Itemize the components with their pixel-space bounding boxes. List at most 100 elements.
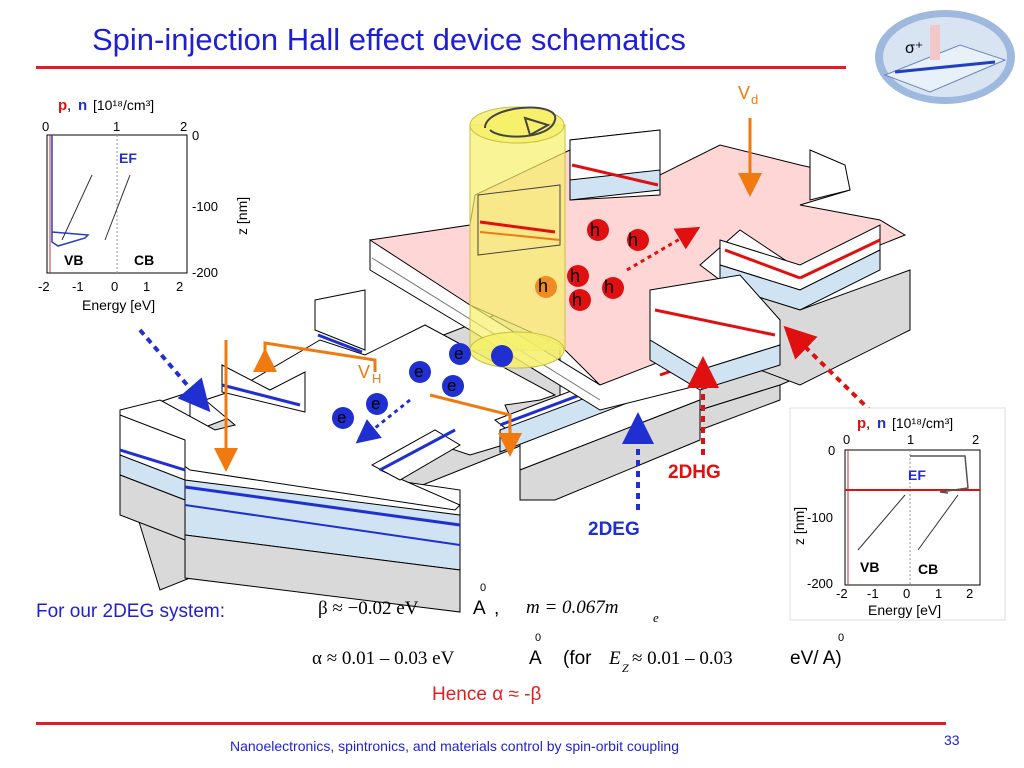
left-p-label: p <box>58 97 67 114</box>
hole-label: h <box>604 277 614 297</box>
vh-label: V <box>358 362 370 382</box>
right-band-pointer-arrow <box>783 325 882 422</box>
footer-divider <box>36 722 946 725</box>
hole-particle <box>587 219 609 241</box>
electrons <box>332 343 513 429</box>
left-top-tick: 1 <box>113 119 120 134</box>
left-right-tick: -200 <box>192 265 218 280</box>
left-band-pointer-arrow <box>138 328 211 413</box>
right-p-label: p <box>857 415 866 432</box>
right-unit: [10¹⁸/cm³] <box>892 415 953 431</box>
right-left-tick: -200 <box>807 576 833 591</box>
alpha-equation: α ≈ 0.01 – 0.03 eV <box>312 648 455 669</box>
title-divider <box>36 66 846 69</box>
right-bottom-tick: 1 <box>935 586 942 601</box>
electron-label: e <box>371 394 380 413</box>
right-top-tick: 0 <box>843 432 850 447</box>
label-2deg: 2DEG <box>588 519 640 540</box>
right-bottom-tick: 0 <box>903 586 910 601</box>
ez-range: ≈ 0.01 – 0.03 <box>632 648 733 669</box>
vh-subscript: H <box>372 371 381 386</box>
electron-label: e <box>414 362 423 381</box>
hole-label: h <box>538 276 548 296</box>
electron-particle <box>409 361 431 383</box>
ez-symbol: E <box>609 648 621 669</box>
electron-label: e <box>337 408 346 427</box>
for-ez-open: (for <box>563 648 592 669</box>
right-bottom-tick: 2 <box>966 586 973 601</box>
electron-label: e <box>447 376 456 395</box>
left-right-tick: 0 <box>192 128 199 143</box>
ez-unit: eV/ A) <box>790 648 842 669</box>
mass-subscript: e <box>653 610 659 625</box>
left-bottom-tick: 0 <box>111 279 118 294</box>
left-ef-label: EF <box>119 150 137 166</box>
hole-particle <box>569 289 591 311</box>
right-energy-label: Energy [eV] <box>868 602 941 618</box>
left-right-tick: -100 <box>192 199 218 214</box>
right-bottom-tick: -1 <box>867 586 879 601</box>
holes <box>535 219 649 311</box>
hole-label: h <box>570 266 580 286</box>
right-top-tick: 1 <box>907 432 914 447</box>
left-z-axis-label: z [nm] <box>234 197 250 235</box>
band-diagram-right: p , n [10¹⁸/cm³] 0 1 2 EF VB CB 0 -100 -… <box>789 407 1006 621</box>
right-n-label: n <box>877 415 886 432</box>
vd-subscript: d <box>751 92 758 107</box>
left-energy-label: Energy [eV] <box>82 297 155 313</box>
alpha-unit: A <box>529 648 542 669</box>
thumbnail-image: σ⁺ <box>875 10 1015 104</box>
beta-unit: A <box>473 598 486 619</box>
comma: , <box>494 598 500 619</box>
page-number: 33 <box>944 732 960 748</box>
left-n-label: n <box>78 97 87 114</box>
vd-label: V <box>738 83 750 103</box>
mass-equation: m = 0.067m <box>526 597 619 618</box>
electron-particle <box>366 393 388 415</box>
electron-particle <box>449 343 471 365</box>
hole-particle <box>567 265 589 287</box>
sigma-label: σ⁺ <box>905 40 923 57</box>
slide-title: Spin-injection Hall effect device schema… <box>92 22 686 57</box>
right-sep: , <box>866 415 870 432</box>
left-top-tick: 2 <box>180 119 187 134</box>
for-2deg-label: For our 2DEG system: <box>36 601 225 622</box>
electron-particle <box>332 407 354 429</box>
footer-text: Nanoelectronics, spintronics, and materi… <box>230 738 679 754</box>
angstrom-ring: 0 <box>480 582 487 594</box>
left-top-tick: 0 <box>42 119 49 134</box>
left-cb-label: CB <box>134 252 154 268</box>
hole-label: h <box>590 220 600 240</box>
right-cb-label: CB <box>918 561 938 577</box>
hole-label: h <box>628 230 638 250</box>
label-2dhg: 2DHG <box>668 462 721 483</box>
left-bottom-tick: 2 <box>176 279 183 294</box>
band-diagram-left: p , n [10¹⁸/cm³] 0 1 2 EF VB CB 0 -100 -… <box>38 85 250 320</box>
left-unit: [10¹⁸/cm³] <box>93 97 154 113</box>
right-vb-label: VB <box>860 559 879 575</box>
angstrom-ring: 0 <box>535 632 542 644</box>
laser-beam <box>469 106 566 369</box>
angstrom-ring: 0 <box>838 632 845 644</box>
right-bottom-tick: -2 <box>836 586 848 601</box>
right-z-axis-label: z [nm] <box>791 507 807 545</box>
left-bottom-tick: 1 <box>143 279 150 294</box>
electron-particle <box>491 345 513 367</box>
voltage-arrows <box>214 118 762 472</box>
left-bottom-tick: -2 <box>38 279 50 294</box>
electron-flow-arrow <box>355 398 411 444</box>
hole-particle <box>602 277 624 299</box>
hence-statement: Hence α ≈ -β <box>432 684 542 705</box>
left-vb-label: VB <box>64 252 83 268</box>
vh-arrow-right <box>429 393 522 457</box>
right-left-tick: 0 <box>828 443 835 458</box>
hole-label: h <box>572 290 582 310</box>
hole-particle <box>627 229 649 251</box>
ez-subscript: Z <box>622 661 629 675</box>
hole-particle <box>535 276 557 298</box>
vh-arrow-left <box>253 341 377 372</box>
electron-label: e <box>454 344 463 363</box>
beta-equation: β ≈ −0.02 eV <box>318 598 419 619</box>
left-bottom-tick: -1 <box>72 279 84 294</box>
right-top-tick: 2 <box>972 432 979 447</box>
